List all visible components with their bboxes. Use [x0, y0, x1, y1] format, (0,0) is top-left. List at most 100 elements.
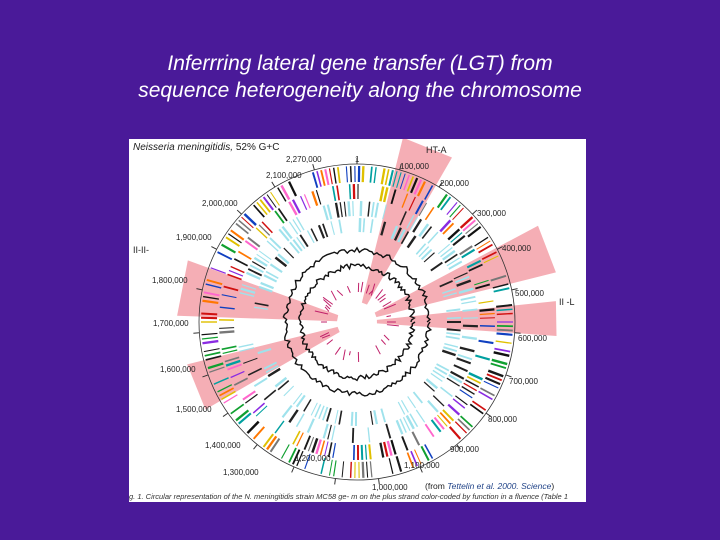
gene-tick	[202, 299, 219, 305]
gene-tick	[266, 435, 278, 451]
gene-tick	[481, 251, 497, 261]
gene-tick	[281, 225, 293, 240]
inner-tick	[319, 332, 330, 338]
gene-tick	[330, 221, 335, 236]
gene-tick	[310, 402, 318, 416]
gene-tick	[205, 355, 222, 361]
gene-tick	[243, 213, 257, 226]
gene-tick	[406, 235, 417, 249]
gene-tick	[258, 285, 273, 293]
gene-tick	[406, 214, 415, 229]
credit-source: Tettelin et al. 2000. Science	[447, 481, 552, 491]
gc-content: 52% G+C	[235, 142, 280, 153]
gene-tick	[432, 395, 445, 407]
gene-tick	[247, 268, 263, 277]
gene-tick	[386, 440, 393, 456]
gene-tick	[241, 216, 254, 229]
gene-tick	[493, 351, 510, 357]
gene-tick	[217, 384, 233, 393]
slide-title-line-2: sequence heterogeneity along the chromos…	[138, 79, 582, 102]
gene-tick	[479, 312, 495, 316]
gene-tick	[450, 370, 465, 380]
region-label-hta: HT-A	[426, 145, 447, 155]
gene-tick	[235, 222, 249, 235]
gene-tick	[296, 450, 304, 467]
gene-tick	[223, 285, 239, 292]
inner-tick	[334, 346, 341, 355]
coordinate-tick	[378, 478, 380, 485]
gene-tick	[303, 398, 312, 412]
gene-tick	[478, 390, 493, 401]
gene-tick	[317, 224, 326, 239]
gene-tick	[292, 430, 301, 445]
gene-tick	[360, 444, 364, 460]
gene-tick	[395, 419, 404, 435]
gene-tick	[412, 218, 423, 233]
gene-tick	[243, 357, 258, 364]
coordinate-tick	[505, 374, 512, 378]
gene-tick	[319, 440, 326, 456]
gene-tick	[445, 335, 460, 340]
gene-tick	[420, 445, 430, 461]
gene-tick	[280, 184, 291, 201]
gene-tick	[396, 172, 402, 188]
gene-tick	[338, 410, 343, 425]
gene-tick	[373, 167, 377, 184]
gene-tick	[483, 255, 499, 264]
gene-tick	[400, 399, 409, 413]
gene-tick	[324, 441, 329, 457]
gene-tick	[227, 233, 242, 244]
gene-tick	[450, 232, 463, 243]
gene-tick	[361, 461, 365, 478]
gene-tick	[474, 236, 489, 247]
gene-tick	[459, 216, 474, 229]
gene-tick	[306, 230, 315, 244]
gene-tick	[277, 380, 290, 391]
gene-tick	[444, 343, 459, 348]
gene-tick	[220, 243, 236, 254]
gene-tick	[478, 300, 494, 304]
gene-tick	[461, 300, 477, 305]
gene-tick	[252, 426, 266, 440]
gene-tick	[322, 223, 329, 238]
gene-tick	[256, 201, 268, 216]
gene-tick	[277, 187, 287, 202]
coordinate-tick	[399, 163, 402, 170]
coordinate-tick	[271, 181, 276, 188]
gene-tick	[487, 369, 504, 378]
coord-label: 1,600,000	[160, 365, 196, 374]
coord-label: 2,270,000	[286, 155, 322, 164]
gene-tick	[399, 418, 407, 433]
figure-caption: g. 1. Circular representation of the N. …	[129, 492, 568, 501]
gene-tick	[295, 216, 305, 231]
gene-tick	[261, 221, 273, 234]
gene-tick	[446, 308, 461, 313]
gene-tick	[467, 226, 482, 238]
inner-tick	[323, 299, 332, 307]
gene-tick	[328, 459, 333, 476]
gene-tick	[430, 261, 443, 272]
gene-tick	[334, 409, 339, 424]
gene-tick	[283, 385, 295, 397]
gene-tick	[348, 184, 352, 200]
gene-tick	[222, 349, 238, 355]
gene-tick	[292, 392, 303, 405]
gene-tick	[380, 168, 386, 185]
gene-tick	[233, 377, 249, 386]
gene-tick	[351, 427, 355, 443]
gene-tick	[483, 380, 499, 389]
gene-tick	[326, 204, 333, 220]
gene-tick	[352, 201, 354, 217]
gene-tick	[441, 349, 456, 357]
gene-tick	[427, 400, 439, 413]
region-label-right: II -L	[559, 297, 575, 307]
gene-tick	[384, 169, 390, 186]
gene-tick	[460, 295, 476, 301]
coord-label: 2,100,000	[266, 171, 302, 180]
gene-tick	[269, 263, 283, 273]
gene-tick	[289, 241, 300, 254]
gene-tick	[494, 347, 511, 353]
gene-tick	[265, 364, 279, 374]
gene-tick	[246, 420, 260, 434]
gene-tick	[259, 199, 271, 213]
